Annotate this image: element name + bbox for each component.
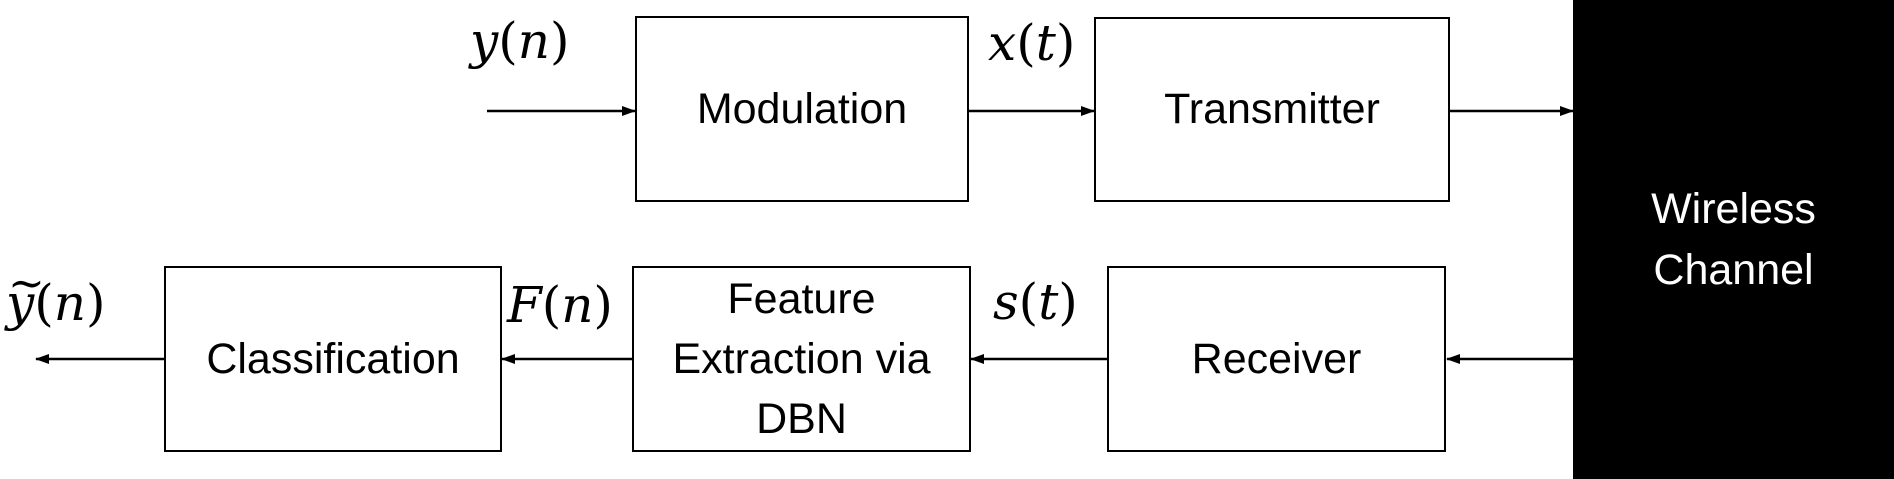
signal-label-input: y(n) [470, 12, 570, 70]
transmitter-block: Transmitter [1094, 17, 1450, 202]
signal-received-arg: t [1038, 273, 1059, 331]
signal-output-arg: n [53, 274, 86, 332]
signal-input-arg: n [517, 12, 550, 70]
receiver-block: Receiver [1107, 266, 1446, 452]
signal-label-features: F(n) [507, 276, 613, 334]
feature-extraction-label-line3: DBN [756, 395, 847, 444]
feature-extraction-label-line2: Extraction via [672, 334, 931, 383]
channel-label-line1: Wireless [1651, 185, 1816, 234]
receiver-label: Receiver [1191, 334, 1362, 383]
signal-label-modulated: x(t) [988, 14, 1076, 72]
feature-extraction-block: Feature Extraction via DBN [632, 266, 971, 452]
modulation-label: Modulation [696, 84, 908, 133]
signal-label-output: ~y(n) [6, 258, 106, 332]
signal-features-arg: n [561, 276, 594, 334]
classification-block: Classification [164, 266, 502, 452]
signal-input-var: y [470, 12, 499, 70]
wireless-channel-block: Wireless Channel [1573, 0, 1894, 479]
signal-modulated-var: x [988, 14, 1017, 72]
signal-output-accent: ~ [8, 258, 45, 309]
feature-extraction-label-line1: Feature [727, 274, 876, 323]
channel-label-line2: Channel [1653, 245, 1814, 294]
signal-modulated-arg: t [1035, 14, 1056, 72]
modulation-block: Modulation [635, 16, 969, 202]
signal-features-var: F [507, 276, 542, 334]
transmitter-label: Transmitter [1164, 85, 1380, 134]
signal-label-received: s(t) [993, 273, 1078, 331]
signal-received-var: s [993, 273, 1019, 331]
classification-label: Classification [206, 334, 460, 383]
signal-output-var: y [6, 274, 35, 332]
